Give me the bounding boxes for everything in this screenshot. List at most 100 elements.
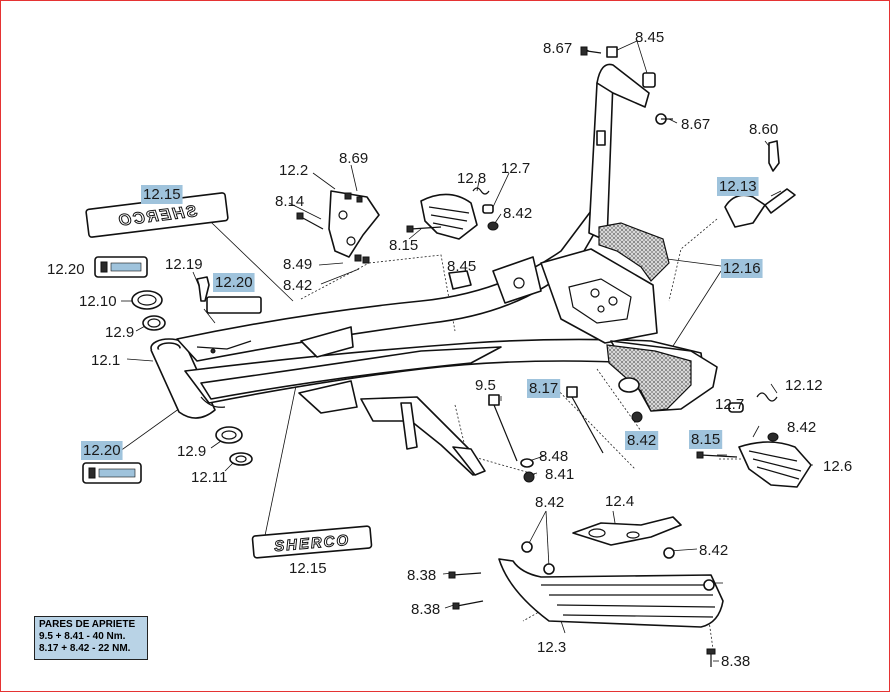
callout-label: 12.20 bbox=[215, 274, 253, 291]
callout-8-42: 8.42 bbox=[625, 431, 659, 450]
callout-8-60: 8.60 bbox=[749, 121, 778, 138]
decals-12-15 bbox=[85, 192, 373, 559]
long-bolts bbox=[488, 377, 643, 483]
callout-label: 12.15 bbox=[289, 560, 327, 577]
callout-label: 12.1 bbox=[91, 352, 120, 369]
callout-label: 8.42 bbox=[535, 494, 564, 511]
callout-label: 8.42 bbox=[503, 205, 532, 222]
callout-9-5: 9.5 bbox=[475, 377, 496, 394]
callout-label: 12.3 bbox=[537, 639, 566, 656]
callout-label: 12.7 bbox=[715, 396, 744, 413]
callout-highlight bbox=[721, 259, 763, 278]
callout-label: 8.38 bbox=[407, 567, 436, 584]
callout-12-3: 12.3 bbox=[537, 639, 566, 656]
callout-label: 12.11 bbox=[191, 469, 227, 486]
torque-specs-box: PARES DE APRIETE 9.5 + 8.41 - 40 Nm. 8.1… bbox=[34, 616, 148, 660]
callout-label: 12.9 bbox=[105, 324, 134, 341]
callout-12-9: 12.9 bbox=[177, 443, 206, 460]
callout-12-20: 12.20 bbox=[81, 441, 123, 460]
callout-12-20: 12.20 bbox=[213, 273, 255, 292]
callout-label: 8.69 bbox=[339, 150, 368, 167]
callout-label: 8.42 bbox=[699, 542, 728, 559]
callout-label: 8.15 bbox=[389, 237, 418, 254]
callout-label: 12.16 bbox=[723, 260, 761, 277]
callout-label: 12.8 bbox=[457, 170, 486, 187]
callout-8-15: 8.15 bbox=[389, 237, 418, 254]
callout-12-6: 12.6 bbox=[823, 458, 852, 475]
callout-8-42: 8.42 bbox=[699, 542, 728, 559]
callout-label: 12.15 bbox=[143, 186, 181, 203]
callout-8-15: 8.15 bbox=[689, 430, 723, 449]
callout-label: 12.2 bbox=[279, 162, 308, 179]
callout-12-8: 12.8 bbox=[457, 170, 486, 187]
stickers-12-20 bbox=[82, 256, 262, 484]
callout-label: 8.49 bbox=[283, 256, 312, 273]
callout-label: 8.45 bbox=[635, 29, 664, 46]
callout-label: 8.17 bbox=[529, 380, 558, 397]
callout-12-15: 12.15 bbox=[289, 560, 327, 577]
callout-label: 12.9 bbox=[177, 443, 206, 460]
callout-label: 12.10 bbox=[79, 293, 117, 310]
callout-12-13: 12.13 bbox=[717, 177, 759, 196]
callout-label: 8.41 bbox=[545, 466, 574, 483]
callout-label: 8.42 bbox=[283, 277, 312, 294]
callout-label: 12.6 bbox=[823, 458, 852, 475]
callout-label: 8.14 bbox=[275, 193, 304, 210]
decal-brand-lower: SHERCO bbox=[273, 532, 350, 556]
callout-12-7: 12.7 bbox=[501, 160, 530, 177]
callout-8-69: 8.69 bbox=[339, 150, 368, 167]
callout-highlight bbox=[141, 185, 183, 204]
callout-highlight bbox=[717, 177, 759, 196]
callout-highlight bbox=[81, 441, 123, 460]
callout-12-16: 12.16 bbox=[721, 259, 763, 278]
callout-label: 8.45 bbox=[447, 258, 476, 275]
clip-8-45 bbox=[448, 270, 472, 290]
callout-12-12: 12.12 bbox=[785, 377, 823, 394]
bearings bbox=[131, 290, 253, 466]
callout-label: 12.12 bbox=[785, 377, 823, 394]
callout-12-11: 12.11 bbox=[191, 469, 227, 486]
callout-12-1: 12.1 bbox=[91, 352, 120, 369]
guide-12-13 bbox=[724, 140, 796, 228]
callout-highlight bbox=[527, 379, 561, 398]
torque-line-1: 9.5 + 8.41 - 40 Nm. bbox=[39, 631, 126, 642]
callout-12-9: 12.9 bbox=[105, 324, 134, 341]
callout-8-42: 8.42 bbox=[787, 419, 816, 436]
callout-label: 12.13 bbox=[719, 178, 757, 195]
callout-12-20: 12.20 bbox=[47, 261, 85, 278]
callout-label: 8.48 bbox=[539, 448, 568, 465]
callout-8-49: 8.49 bbox=[283, 256, 312, 273]
torque-line-2: 8.17 + 8.42 - 22 NM. bbox=[39, 643, 131, 654]
main-frame-12-1 bbox=[150, 63, 718, 476]
callout-12-4: 12.4 bbox=[605, 493, 634, 510]
callout-label: 8.38 bbox=[411, 601, 440, 618]
callout-8-38: 8.38 bbox=[411, 601, 440, 618]
callout-8-45: 8.45 bbox=[447, 258, 476, 275]
callout-label: 12.7 bbox=[501, 160, 530, 177]
callout-8-42: 8.42 bbox=[535, 494, 564, 511]
torque-title: PARES DE APRIETE bbox=[39, 619, 136, 630]
callout-label: 8.38 bbox=[721, 653, 750, 670]
callout-highlight bbox=[213, 273, 255, 292]
callout-8-42: 8.42 bbox=[283, 277, 312, 294]
callout-label: 12.20 bbox=[83, 442, 121, 459]
left-footpeg bbox=[406, 187, 499, 240]
callout-8-45: 8.45 bbox=[635, 29, 664, 46]
callout-highlight bbox=[625, 431, 659, 450]
callout-12-15: 12.15 bbox=[141, 185, 183, 204]
callout-8-41: 8.41 bbox=[545, 466, 574, 483]
callout-label: 12.19 bbox=[165, 256, 203, 273]
callout-label: 8.42 bbox=[787, 419, 816, 436]
callout-label: 8.67 bbox=[681, 116, 710, 133]
callout-label: 9.5 bbox=[475, 377, 496, 394]
callout-highlight bbox=[689, 430, 723, 449]
callout-8-38: 8.38 bbox=[721, 653, 750, 670]
callout-12-2: 12.2 bbox=[279, 162, 308, 179]
top-fasteners bbox=[580, 46, 673, 125]
callout-8-14: 8.14 bbox=[275, 193, 304, 210]
heat-shields-12-16 bbox=[598, 222, 692, 412]
callout-8-42: 8.42 bbox=[503, 205, 532, 222]
